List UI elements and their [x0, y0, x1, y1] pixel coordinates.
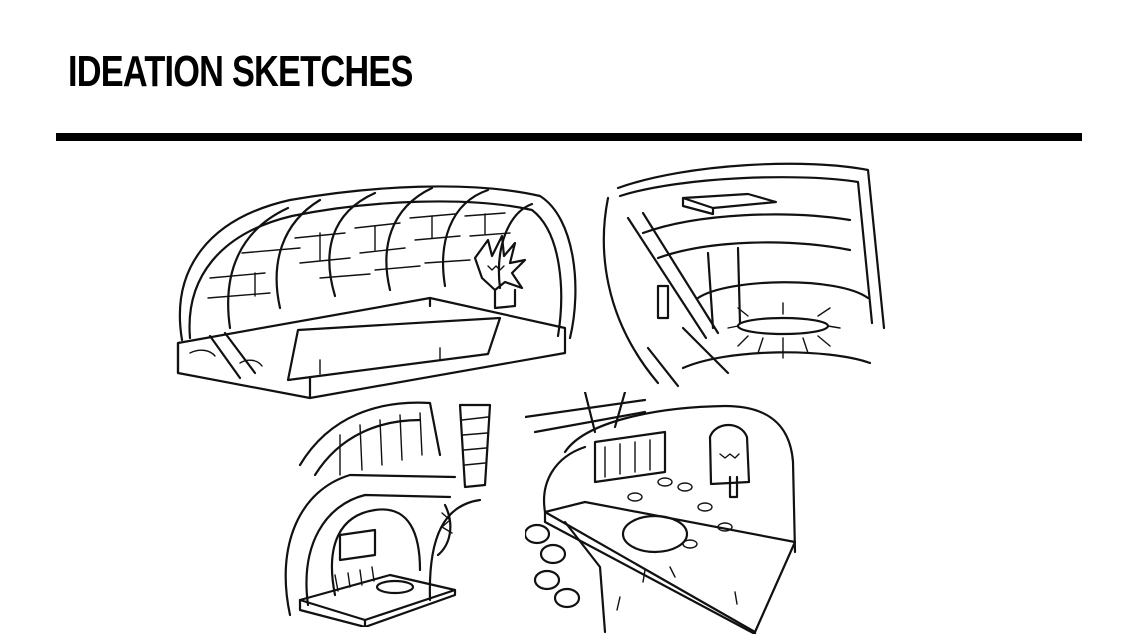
arched-bar-sketch: [280, 395, 505, 627]
tunnel-hall-sketch: [170, 178, 580, 426]
circular-arena-sketch: [588, 158, 888, 388]
slide-title: IDEATION SKETCHES: [68, 47, 413, 96]
title-divider: [56, 133, 1082, 141]
cellar-room-sketch: [525, 392, 810, 634]
